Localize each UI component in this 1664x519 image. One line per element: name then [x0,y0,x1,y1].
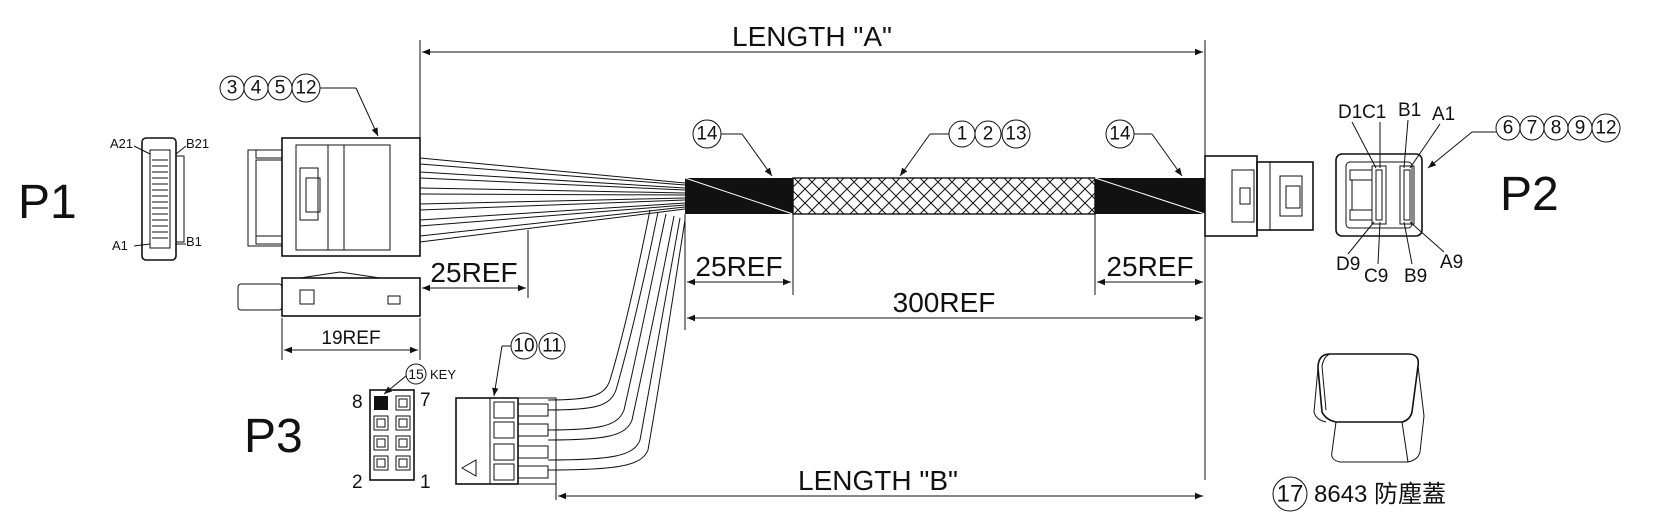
p1-front-view: A21 B21 A1 B1 [110,136,209,261]
ref-19-label: 19REF [321,328,380,349]
p2-balloons: 6 7 8 9 12 [1427,113,1621,169]
svg-text:9: 9 [1575,118,1586,139]
svg-text:3: 3 [227,78,238,99]
ref-25-p1-dimension: 25REF [422,230,529,298]
p1-pin-a1: A1 [112,238,128,253]
svg-text:12: 12 [1595,118,1616,139]
p3-pin-7: 7 [420,390,431,411]
length-b-label: LENGTH "B" [798,465,958,496]
p2-front-view [1335,153,1423,237]
cap-label: 8643 防塵蓋 [1314,481,1446,508]
p2-pin-d9: D9 [1336,254,1360,275]
p3-label: P3 [244,410,303,463]
length-a-dimension: LENGTH "A" [419,21,1206,480]
svg-text:10: 10 [513,336,534,357]
ref-25-right-dimension: 25REF [1094,214,1203,295]
svg-text:6: 6 [1503,118,1514,139]
ref-19-dimension: 19REF [281,318,421,360]
p1-pin-b1: B1 [186,234,202,249]
key-label: KEY [430,367,456,382]
svg-text:14: 14 [1109,124,1131,145]
length-a-label: LENGTH "A" [732,21,892,52]
cable-body [684,177,1206,215]
ref-25-p1-label: 25REF [430,257,517,288]
p3-side-view [455,397,557,485]
ref-25-left-dimension: 25REF [684,214,794,330]
ref-300-label: 300REF [893,287,996,318]
ref-300-dimension: 300REF [687,287,1203,322]
p3-front-view: 8 7 2 1 15 KEY [352,363,456,493]
svg-text:5: 5 [275,78,286,99]
svg-text:2: 2 [983,124,994,145]
svg-text:14: 14 [696,124,718,145]
cable-balloons: 1 2 13 [899,119,1031,177]
svg-text:11: 11 [542,336,562,357]
p1-pin-a21: A21 [110,136,133,151]
p2-pin-c1: C1 [1362,102,1386,123]
ref-25-right-label: 25REF [1106,251,1193,282]
dust-cap-caption: 17 8643 防塵蓋 [1272,476,1446,512]
svg-text:1: 1 [957,124,968,145]
p2-pin-a9: A9 [1440,252,1463,273]
svg-text:13: 13 [1005,124,1026,145]
svg-text:4: 4 [251,78,262,99]
p3-wires [547,209,686,471]
p2-pin-labels: D1 C1 B1 A1 D9 C9 B9 A9 [1336,100,1463,287]
p1-label: P1 [18,176,77,229]
dust-cap [1313,353,1425,463]
tape-balloon-left: 14 [692,119,773,177]
p1-balloons: 3 4 5 12 [219,73,379,137]
p2-pin-a1: A1 [1432,104,1455,125]
p1-wires [419,157,686,243]
p1-bottom-view [237,271,421,317]
p2-pin-d1: D1 [1338,102,1362,123]
p2-label: P2 [1500,168,1559,221]
p1-side-view [247,137,421,257]
p3-pin-8: 8 [352,392,363,413]
ref-25-left-label: 25REF [695,251,782,282]
p3-pin-2: 2 [352,472,363,493]
p1-pin-b21: B21 [186,136,209,151]
cap-balloon: 17 [1277,481,1304,508]
p2-pin-b1: B1 [1398,100,1421,121]
length-b-dimension: LENGTH "B" [555,430,1203,500]
p2-pin-b9: B9 [1404,266,1427,287]
svg-text:12: 12 [295,78,316,99]
p2-pin-c9: C9 [1364,266,1388,287]
p2-side-view [1204,155,1314,237]
svg-text:7: 7 [1527,118,1538,139]
tape-balloon-right: 14 [1105,119,1183,177]
p3-pin-1: 1 [420,472,431,493]
svg-text:8: 8 [1551,118,1562,139]
key-balloon: 15 [408,366,424,382]
p3-balloons: 10 11 [492,332,566,397]
